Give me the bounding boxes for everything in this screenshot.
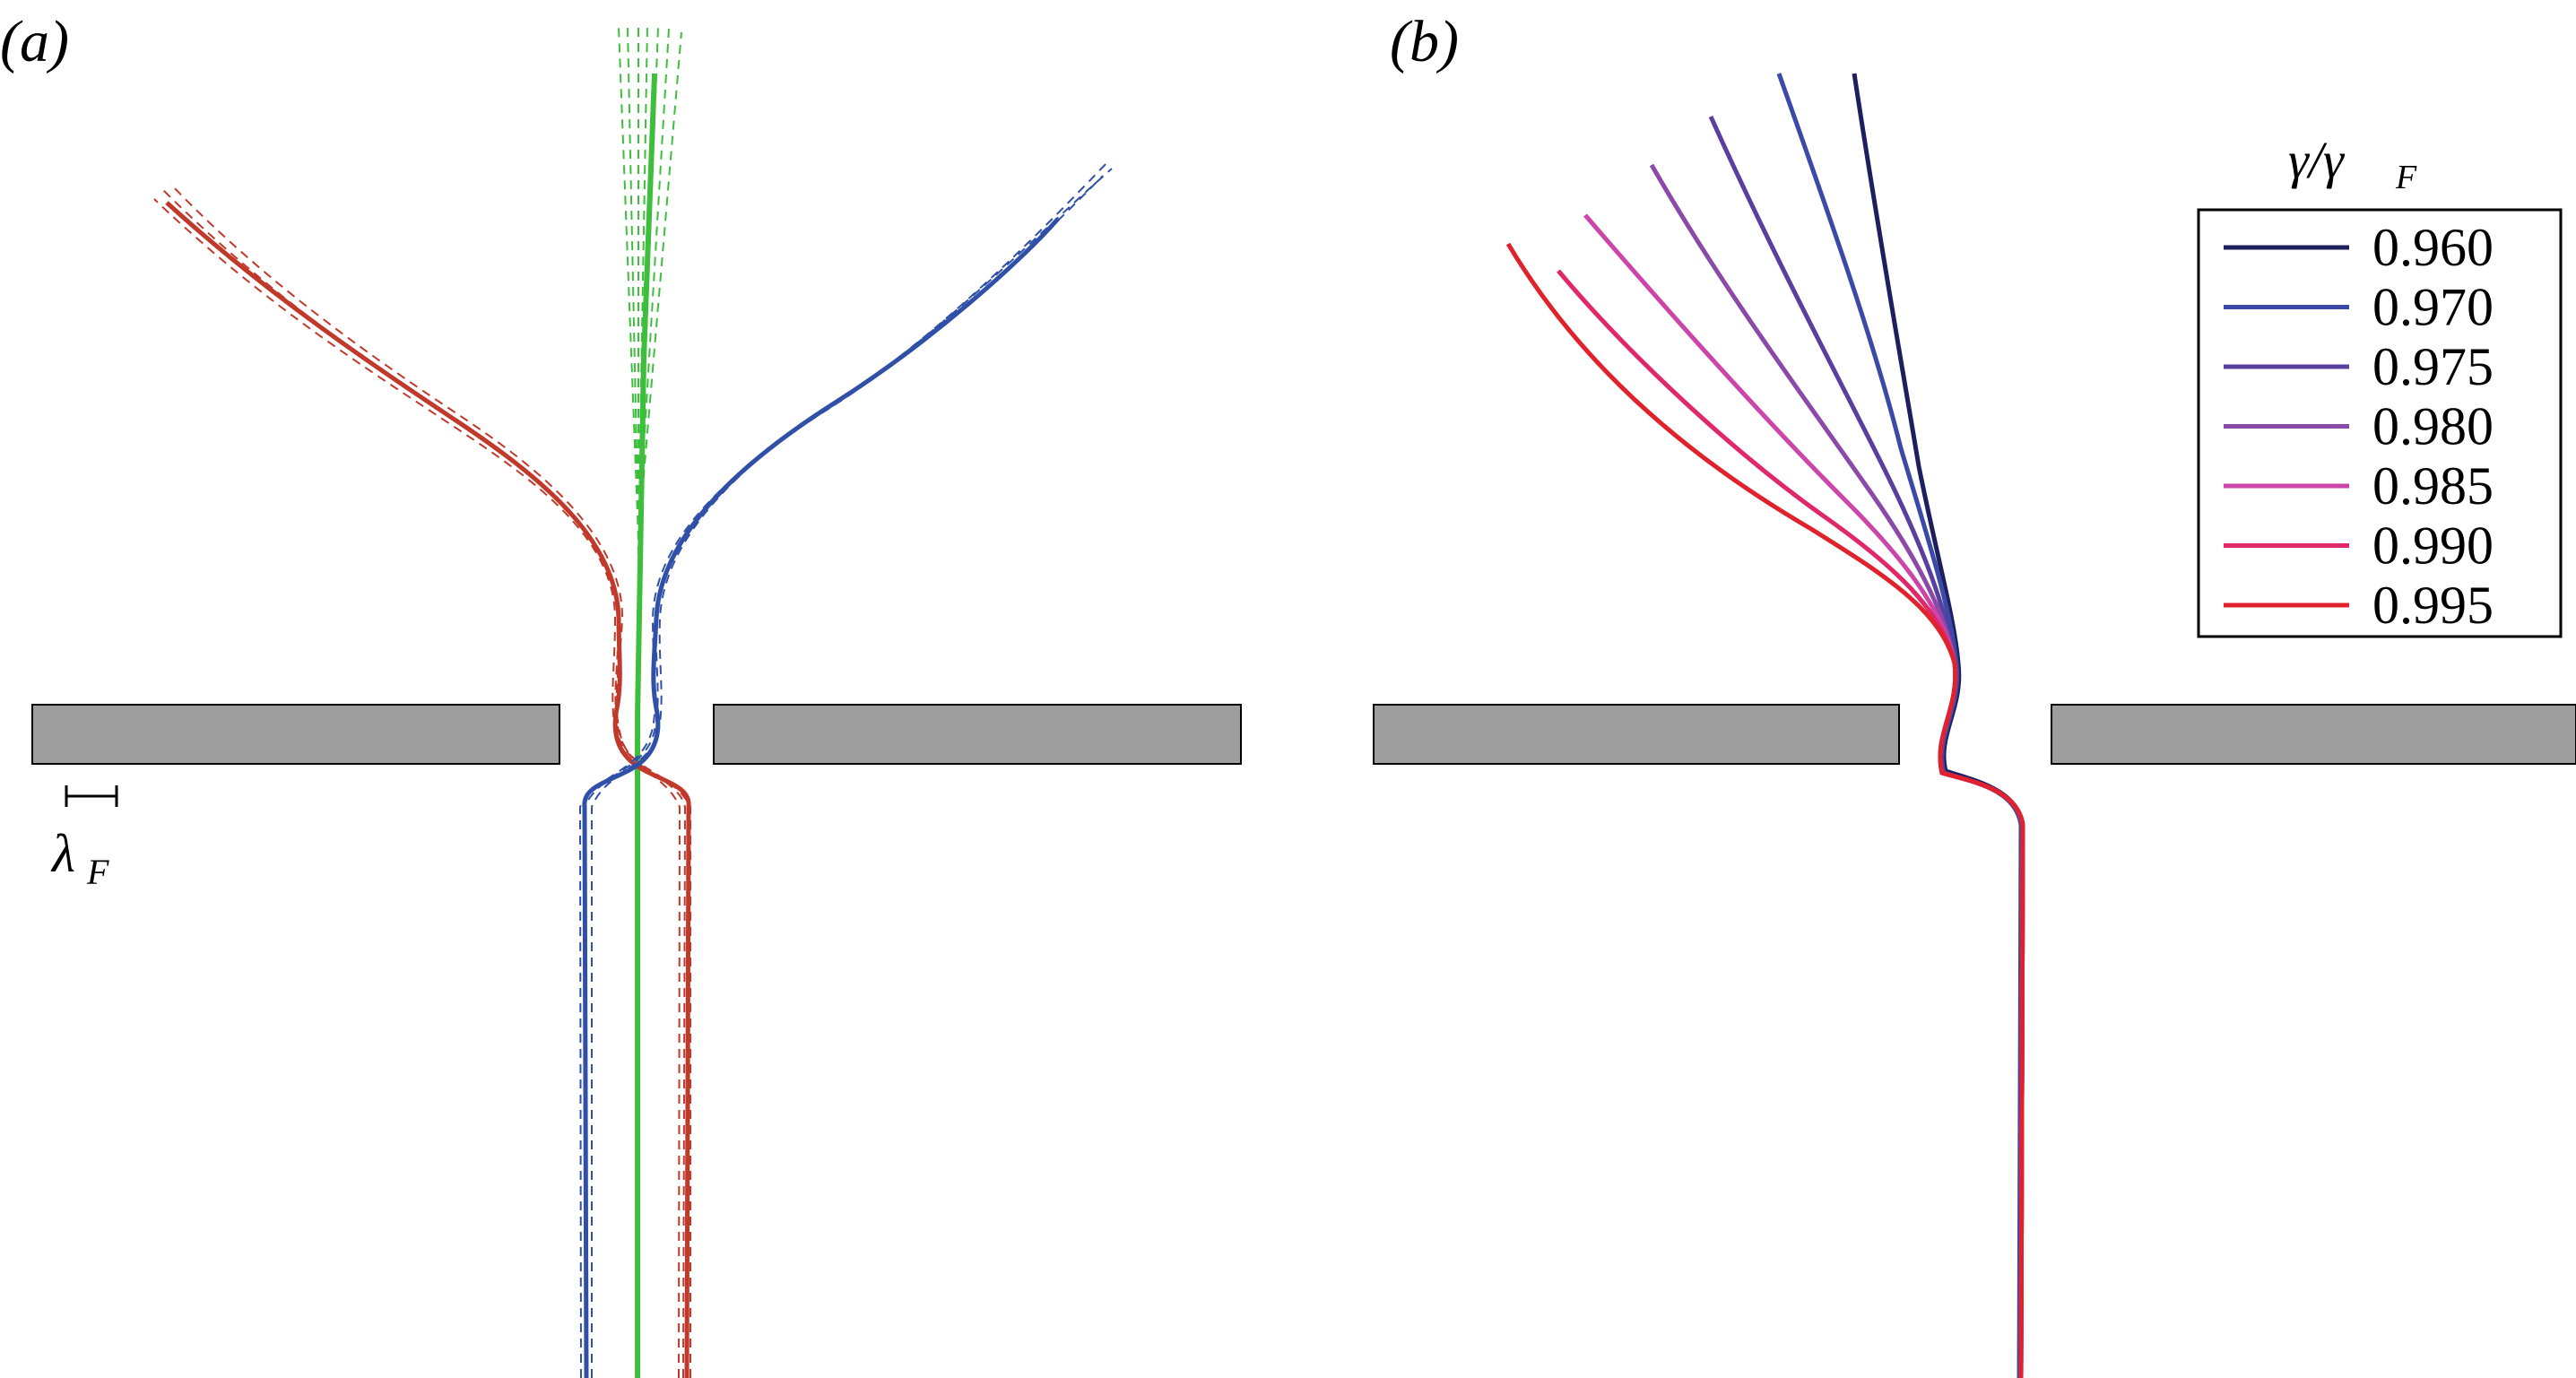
trajectory-red	[153, 183, 691, 1378]
trajectory-fan	[1505, 73, 2025, 1378]
barrier-left-a	[31, 704, 560, 765]
trajectory-green	[618, 24, 682, 1378]
legend-label: 0.980	[2372, 397, 2494, 456]
scale-bar-symbol: λ	[50, 824, 75, 883]
scale-bar-subscript: F	[86, 852, 109, 892]
panel-a-label: (a)	[0, 9, 69, 74]
legend-label: 0.985	[2372, 456, 2494, 516]
legend-title-subscript: F	[2395, 159, 2417, 196]
trajectory-blue	[578, 160, 1113, 1378]
barrier-left-b	[1373, 704, 1900, 765]
scale-bar: λ F	[50, 785, 118, 892]
legend-label: 0.960	[2372, 218, 2494, 277]
trajectory-0990	[1557, 269, 2025, 1378]
legend-label: 0.975	[2372, 337, 2494, 396]
legend-label: 0.970	[2372, 278, 2494, 337]
trajectory-0980	[1649, 163, 2025, 1378]
legend: γ/γ F 0.9600.9700.9750.9800.9850.9900.99…	[2197, 131, 2563, 638]
trajectory-0985	[1583, 213, 2025, 1378]
barrier-right-b	[2051, 704, 2576, 765]
panel-a: (a) λ F	[0, 9, 1242, 1378]
trajectory-0995	[1505, 242, 2025, 1378]
panel-b-label: (b)	[1390, 9, 1459, 74]
panel-b: (b) γ/γ F 0.9600.9700.9750.9800.9850.990…	[1373, 9, 2576, 1378]
legend-label: 0.995	[2372, 576, 2494, 635]
legend-box	[2197, 208, 2563, 638]
legend-label: 0.990	[2372, 516, 2494, 576]
barrier-right-a	[713, 704, 1242, 765]
legend-title: γ/γ	[2288, 131, 2346, 189]
